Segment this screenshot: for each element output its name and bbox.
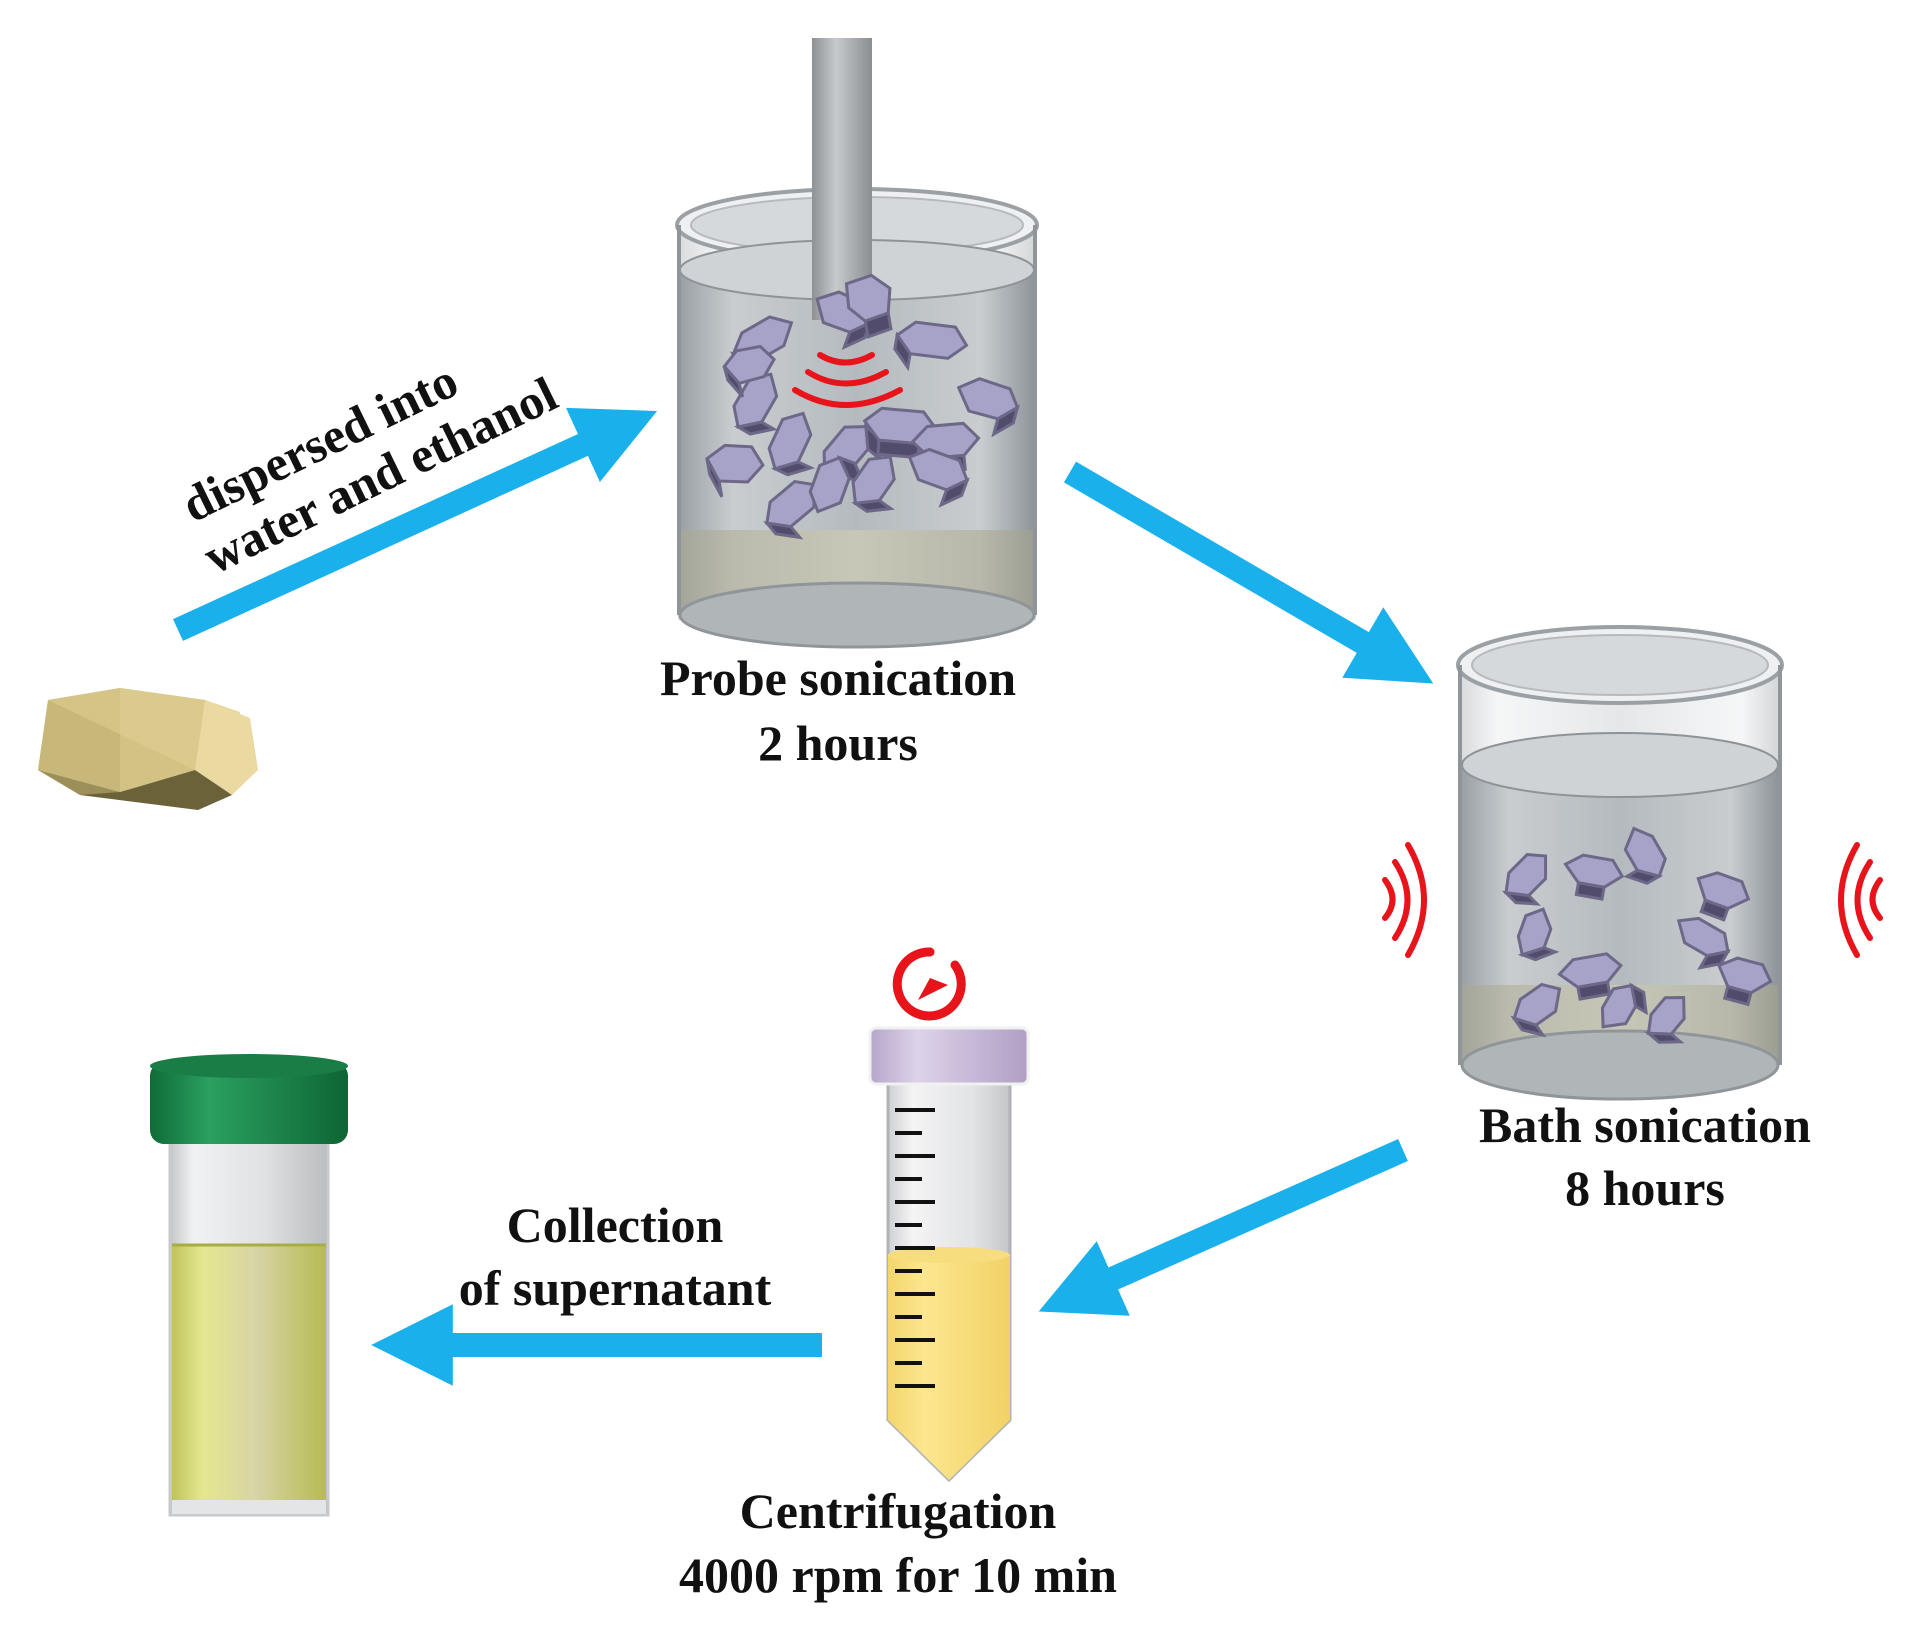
flake (1623, 826, 1667, 885)
bath-label-line1: Bath sonication (1479, 1097, 1811, 1153)
tube-cap (868, 1026, 1030, 1086)
probe-sonication-waves (792, 352, 903, 408)
rotation-icon (892, 947, 966, 1021)
flake (1696, 871, 1751, 922)
bath-beaker (1456, 625, 1784, 1101)
probe-flakes (705, 273, 1020, 540)
sonicator-probe (812, 38, 872, 320)
arrow-probe-to-bath (1063, 461, 1434, 684)
flake (851, 455, 896, 513)
collect-label-line1: Collection (507, 1197, 724, 1253)
flake (732, 372, 779, 436)
flake (1510, 982, 1562, 1038)
bath-flakes (1501, 826, 1773, 1044)
flake (893, 320, 969, 372)
bath-waves-right (1838, 842, 1883, 958)
flake (844, 273, 893, 339)
flake (1563, 853, 1625, 901)
flake (956, 377, 1020, 438)
flake (722, 344, 776, 398)
flake (1501, 852, 1548, 906)
flake (1600, 982, 1648, 1029)
probe-label-line2: 2 hours (758, 715, 918, 771)
centrifuge-tube (868, 1026, 1030, 1483)
centrifuge-label-line2: 4000 rpm for 10 min (679, 1547, 1117, 1603)
tube-graduations (895, 1108, 935, 1388)
probe-label-line1: Probe sonication (660, 650, 1016, 706)
flake (907, 447, 970, 508)
flake (767, 411, 816, 477)
centrifuge-label-line1: Centrifugation (740, 1483, 1057, 1539)
arrow-disperse (173, 407, 658, 641)
collection-vial (150, 1054, 348, 1517)
bath-waves-left (1382, 842, 1427, 958)
flake (1516, 907, 1560, 962)
flake (705, 443, 765, 498)
flake (1644, 995, 1686, 1044)
collect-label-line2: of supernatant (459, 1260, 772, 1316)
bath-label-line2: 8 hours (1565, 1160, 1725, 1216)
vial-cap (150, 1062, 348, 1144)
bulk-crystal (38, 688, 258, 810)
arrow-bath-to-centrifuge (1038, 1139, 1408, 1316)
flake (1557, 952, 1623, 1001)
flake (1716, 956, 1773, 1007)
flake (763, 479, 818, 540)
